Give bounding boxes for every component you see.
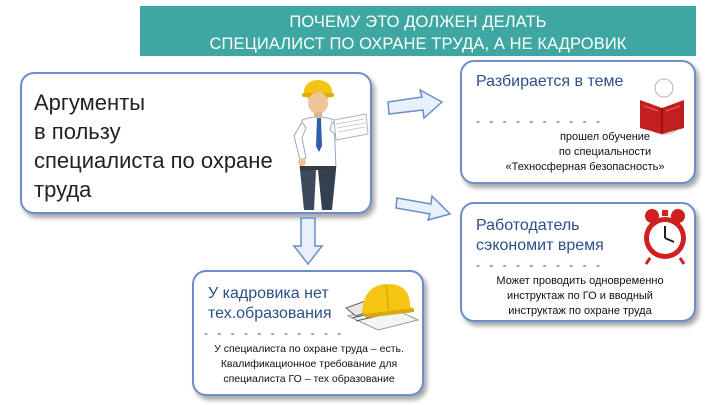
card-hr-title: У кадровика нет тех.образования (208, 284, 332, 324)
card-employer-body: Может проводить одновременно инструктаж … (470, 274, 690, 319)
card-employer-dashes: - - - - - - - - - - (476, 258, 603, 272)
arrow-to-theme (387, 88, 444, 120)
card-theme-body-line-3: «Техносферная безопасность» (505, 161, 665, 173)
card-hr-title-line-2: тех.образования (208, 305, 332, 322)
card-employer-body-line-1: Может проводить одновременно (496, 275, 664, 287)
card-theme-title: Разбирается в теме (476, 73, 624, 90)
main-argument-card: Аргументы в пользу специалиста по охране… (20, 72, 372, 214)
title-banner: ПОЧЕМУ ЭТО ДОЛЖЕН ДЕЛАТЬ СПЕЦИАЛИСТ ПО О… (140, 6, 696, 56)
card-hr-body-line-3: специалиста ГО – тех образование (223, 373, 395, 385)
arrow-to-employer (395, 194, 452, 222)
card-theme-body: прошел обучение по специальности «Технос… (480, 130, 690, 175)
card-employer-title: Работодатель сэкономит время (476, 216, 604, 256)
card-theme-body-line-2: по специальности (558, 146, 652, 158)
arrow-to-hr (292, 217, 324, 266)
card-theme-dashes: - - - - - - - - - - (476, 114, 603, 128)
reading-person-icon (640, 78, 684, 135)
engineer-with-hardhat-icon (293, 80, 369, 210)
card-hr-dashes: - - - - - - - - - - - (204, 326, 345, 340)
card-employer-body-line-2: инструктаж по ГО и вводный (507, 290, 653, 302)
main-line-1: Аргументы (34, 90, 146, 115)
card-employer-body-line-3: инструктаж по охране труда (508, 305, 652, 317)
main-argument-text: Аргументы в пользу специалиста по охране… (34, 88, 294, 204)
card-employer-title-line-2: сэкономит время (476, 237, 604, 254)
main-line-3: специалиста по охране (34, 148, 273, 173)
card-hr-body-line-2: Квалификационное требование для (220, 358, 398, 370)
card-hr-body-line-1: У специалиста по охране труда – есть. (214, 343, 404, 355)
card-hr-title-line-1: У кадровика нет (208, 285, 329, 302)
main-line-2: в пользу (34, 119, 121, 144)
card-employer-title-line-1: Работодатель (476, 217, 580, 234)
card-hr-body: У специалиста по охране труда – есть. Кв… (198, 342, 420, 387)
title-line-2: СПЕЦИАЛИСТ ПО ОХРАНЕ ТРУДА, А НЕ КАДРОВИ… (209, 35, 627, 53)
title-line-1: ПОЧЕМУ ЭТО ДОЛЖЕН ДЕЛАТЬ (289, 13, 547, 31)
hardhat-on-papers-icon (344, 284, 420, 331)
card-theme-body-line-1: прошел обучение (559, 131, 651, 143)
card-understands-topic: Разбирается в теме - - - - - - - - - - п… (460, 60, 696, 184)
main-line-4: труда (34, 177, 92, 202)
card-employer-saves-time: Работодатель сэкономит время - - - - - -… (460, 202, 696, 322)
card-hr-no-tech-education: У кадровика нет тех.образования - - - - … (192, 270, 424, 396)
alarm-clock-icon (644, 209, 686, 265)
